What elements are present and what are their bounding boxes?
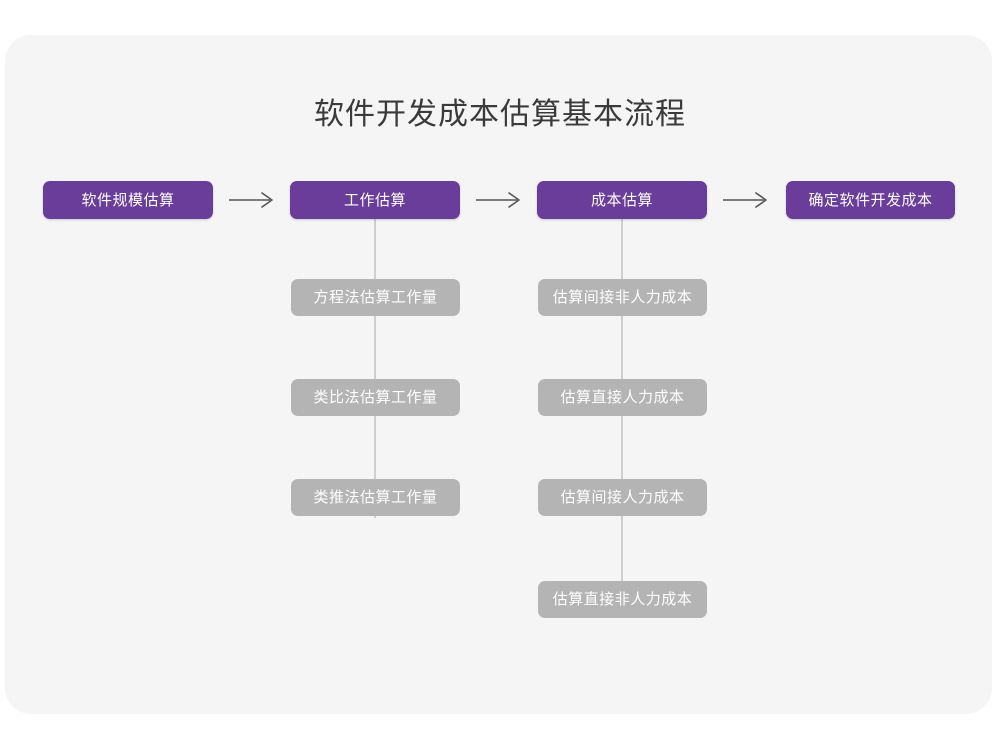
flow-node-stage-2[interactable]: 工作估算 [290, 181, 460, 219]
flow-substep-stage-3-1[interactable]: 估算间接非人力成本 [538, 279, 707, 316]
flow-substep-stage-3-4[interactable]: 估算直接非人力成本 [538, 581, 707, 618]
flow-substep-stage-2-2[interactable]: 类比法估算工作量 [291, 379, 460, 416]
flow-substep-stage-2-1[interactable]: 方程法估算工作量 [291, 279, 460, 316]
connector-spine-stage-3 [621, 218, 623, 618]
right-arrow-icon-2 [475, 188, 525, 212]
flow-substep-stage-3-2[interactable]: 估算直接人力成本 [538, 379, 707, 416]
flow-node-stage-4[interactable]: 确定软件开发成本 [786, 181, 955, 219]
diagram-card [5, 35, 992, 714]
flow-substep-stage-2-3[interactable]: 类推法估算工作量 [291, 479, 460, 516]
flow-node-stage-3[interactable]: 成本估算 [537, 181, 707, 219]
right-arrow-icon-3 [722, 188, 772, 212]
flow-node-stage-1[interactable]: 软件规模估算 [43, 181, 213, 219]
connector-spine-stage-2 [374, 218, 376, 518]
right-arrow-icon-1 [228, 188, 278, 212]
page-title: 软件开发成本估算基本流程 [314, 98, 686, 131]
flow-substep-stage-3-3[interactable]: 估算间接人力成本 [538, 479, 707, 516]
